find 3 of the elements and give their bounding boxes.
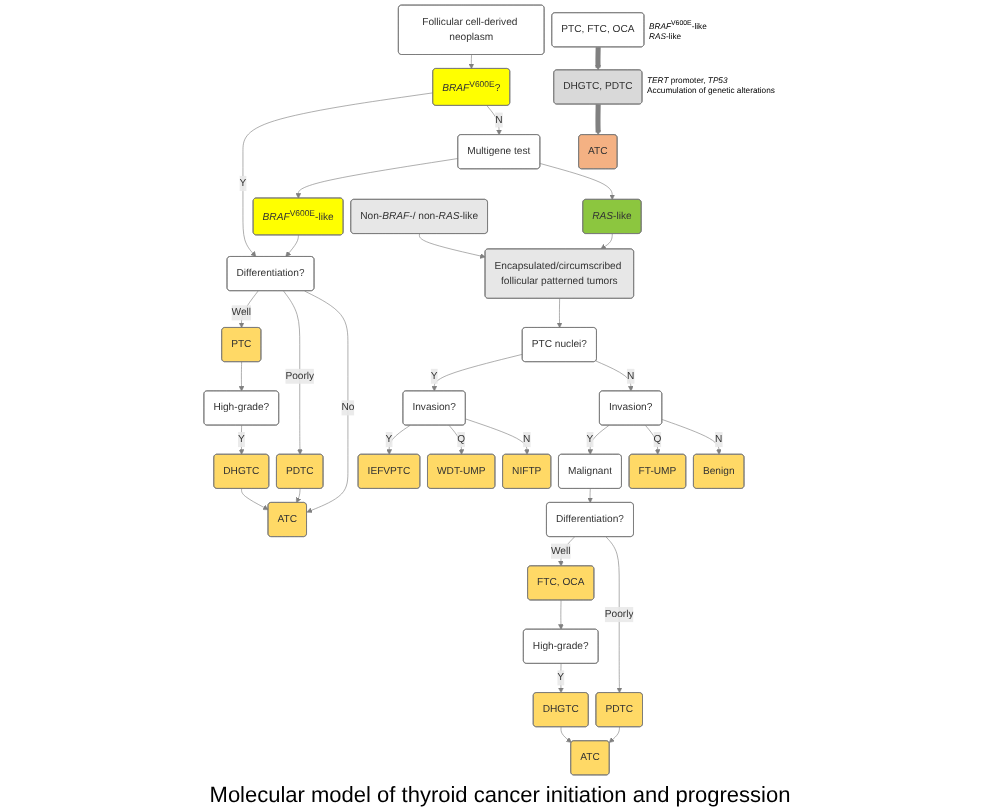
caption: Molecular model of thyroid cancer initiation and progression bbox=[207, 782, 793, 812]
arrow bbox=[595, 104, 601, 136]
arrow bbox=[595, 47, 601, 71]
